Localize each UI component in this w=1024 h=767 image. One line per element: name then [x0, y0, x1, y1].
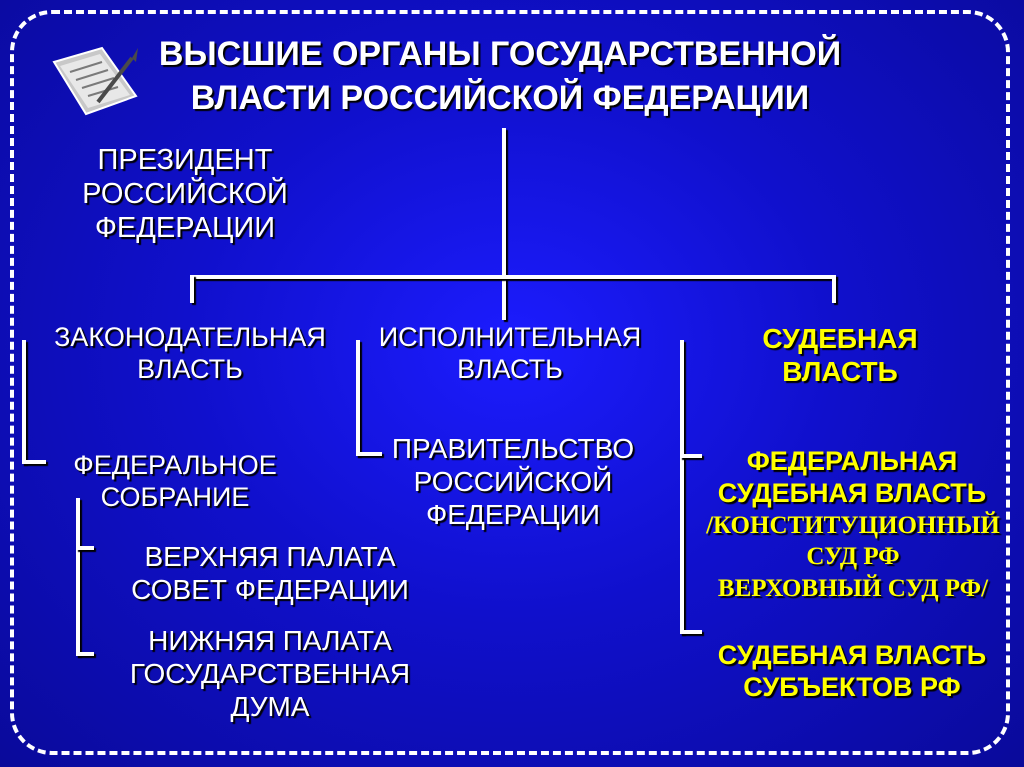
- trunk-line: [502, 128, 506, 320]
- federal-courts-list: /КОНСТИТУЦИОННЫЙ СУД РФ ВЕРХОВНЫЙ СУД РФ…: [706, 512, 1000, 602]
- document-icon: [52, 46, 138, 116]
- government-label: ПРАВИТЕЛЬСТВО РОССИЙСКОЙ ФЕДЕРАЦИИ: [391, 433, 635, 531]
- dashed-frame: [10, 10, 1010, 755]
- slide-title: ВЫСШИЕ ОРГАНЫ ГОСУДАРСТВЕННОЙ ВЛАСТИ РОС…: [158, 35, 842, 118]
- bracket-chambers: [76, 498, 80, 656]
- legislative-branch-label: ЗАКОНОДАТЕЛЬНАЯ ВЛАСТЬ: [54, 322, 326, 384]
- bracket-executive-tick: [356, 452, 382, 456]
- federal-assembly-label: ФЕДЕРАЛЬНОЕ СОБРАНИЕ: [73, 450, 277, 512]
- executive-branch-label: ИСПОЛНИТЕЛЬНАЯ ВЛАСТЬ: [378, 322, 642, 384]
- regional-judicial-label: СУДЕБНАЯ ВЛАСТЬ СУБЪЕКТОВ РФ: [717, 640, 987, 702]
- tick-lower: [76, 652, 94, 656]
- bracket-judicial: [680, 340, 684, 634]
- lower-chamber-label: НИЖНЯЯ ПАЛАТА ГОСУДАРСТВЕННАЯ ДУМА: [129, 625, 411, 723]
- bracket-legislative-tick: [22, 460, 46, 464]
- judicial-branch-label: СУДЕБНАЯ ВЛАСТЬ: [762, 323, 918, 388]
- drop-legislative: [190, 275, 194, 303]
- branch-bar: [190, 275, 836, 279]
- tick-federal-judicial: [680, 454, 702, 458]
- bracket-legislative: [22, 340, 26, 464]
- president-label: ПРЕЗИДЕНТ РОССИЙСКОЙ ФЕДЕРАЦИИ: [82, 144, 288, 245]
- tick-upper: [76, 546, 94, 550]
- drop-judicial: [832, 275, 836, 303]
- upper-chamber-label: ВЕРХНЯЯ ПАЛАТА СОВЕТ ФЕДЕРАЦИИ: [131, 541, 409, 606]
- tick-regional-judicial: [680, 630, 702, 634]
- federal-judicial-label: ФЕДЕРАЛЬНАЯ СУДЕБНАЯ ВЛАСТЬ: [717, 446, 987, 508]
- bracket-executive: [356, 340, 360, 456]
